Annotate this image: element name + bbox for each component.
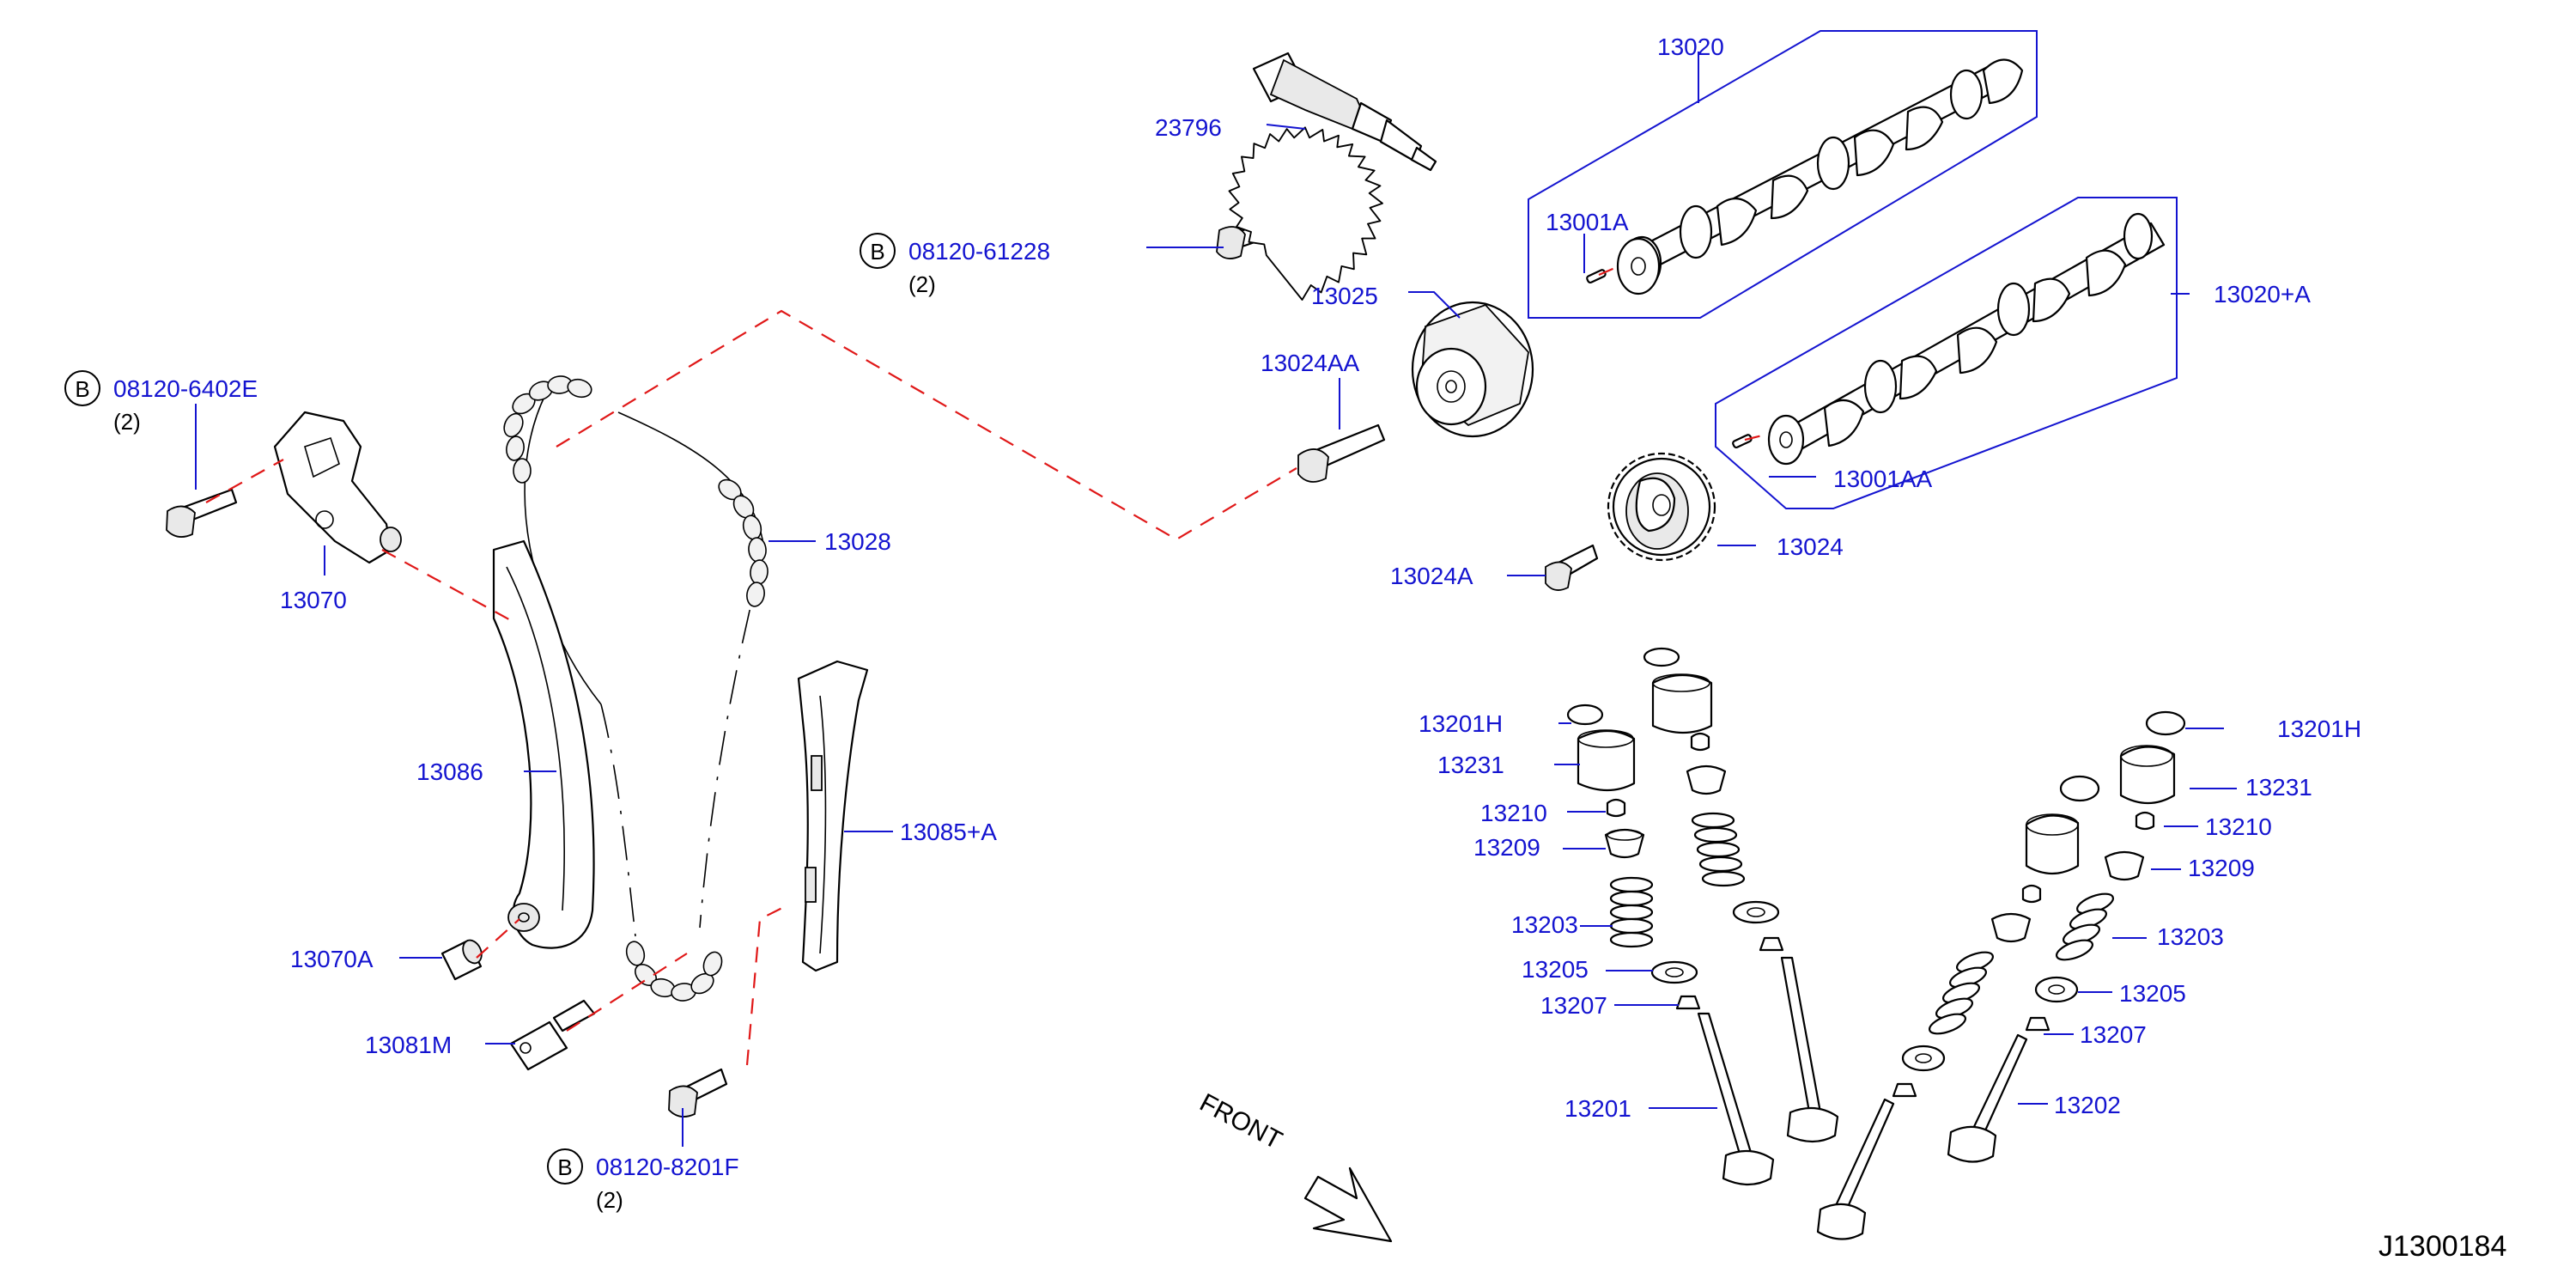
- label-13085A: 13085+A: [900, 819, 997, 845]
- label-13231-left: 13231: [1437, 752, 1504, 778]
- bolt-13024A: [1545, 544, 1599, 591]
- b-circle-letter: B: [75, 376, 89, 402]
- camshaft-13020: [1616, 58, 2024, 295]
- diagram-reference-number: J1300184: [2379, 1230, 2506, 1263]
- b-circle-icon: [64, 370, 100, 406]
- label-13024: 13024: [1777, 533, 1844, 560]
- label-13081M: 13081M: [365, 1032, 452, 1058]
- bolt-13024AA: [1297, 423, 1386, 483]
- label-13024AA: 13024AA: [1261, 350, 1360, 376]
- label-13028: 13028: [824, 528, 891, 555]
- bolt-08120-6402E: [166, 488, 238, 538]
- assembly-guide-lines: [205, 265, 1770, 1066]
- bolt-08120-8201F: [668, 1068, 728, 1118]
- label-13210-left: 13210: [1480, 800, 1547, 826]
- bolt-part-number: 08120-6402E: [113, 375, 258, 402]
- camshaft-13020-frame: [1528, 30, 2038, 319]
- label-13020: 13020: [1657, 33, 1724, 60]
- label-13086: 13086: [416, 758, 483, 785]
- timing-chain-13028: [503, 375, 769, 1002]
- label-13207-left: 13207: [1540, 992, 1607, 1019]
- label-13201H-left: 13201H: [1419, 710, 1503, 737]
- bolt-part-number: 08120-61228: [908, 238, 1050, 265]
- label-13205-left: 13205: [1522, 956, 1589, 983]
- valve-train-center: [1643, 647, 1839, 1143]
- label-13202: 13202: [2054, 1092, 2121, 1118]
- tension-guide-13085A: [797, 660, 869, 972]
- valve-train-right-a: [1816, 775, 2100, 1240]
- label-13209-right: 13209: [2188, 855, 2255, 881]
- b-circle-icon: [547, 1148, 583, 1185]
- b-circle-letter: B: [557, 1154, 572, 1180]
- front-label: FRONT: [1195, 1088, 1287, 1155]
- label-13209-left: 13209: [1473, 834, 1540, 861]
- pin-13081M: [509, 999, 596, 1071]
- label-13070: 13070: [280, 587, 347, 613]
- label-13205-right: 13205: [2119, 980, 2186, 1007]
- b-circle-letter: B: [870, 239, 884, 265]
- sprocket-13025: [1228, 126, 1534, 438]
- label-13020A: 13020+A: [2214, 281, 2311, 308]
- label-13001A: 13001A: [1546, 209, 1629, 235]
- label-13025: 13025: [1311, 283, 1378, 309]
- label-13001AA: 13001AA: [1833, 466, 1933, 492]
- callout-bolt-08120-61228: B 08120-61228 (2): [860, 233, 1050, 297]
- slack-guide-13086: [492, 539, 595, 949]
- label-13201: 13201: [1564, 1095, 1631, 1122]
- b-circle-icon: [860, 233, 896, 269]
- tensioner-13070: [273, 411, 402, 564]
- label-13207-right: 13207: [2080, 1021, 2147, 1048]
- label-23796: 23796: [1155, 114, 1222, 141]
- label-13203-right: 13203: [2157, 923, 2224, 950]
- leader-lines: [195, 52, 2237, 1147]
- label-13231-right: 13231: [2245, 774, 2312, 801]
- valve-train-left: [1566, 703, 1775, 1186]
- label-13070A: 13070A: [290, 946, 374, 972]
- camshaft-13020A-frame: [1715, 197, 2178, 509]
- label-13024A: 13024A: [1390, 563, 1473, 589]
- plug-13070A: [440, 939, 483, 981]
- label-13203-left: 13203: [1511, 911, 1578, 938]
- dowel-pin-13001A: [1586, 269, 1607, 283]
- label-13201H-right: 13201H: [2277, 716, 2361, 742]
- bolt-part-number: 08120-8201F: [596, 1154, 739, 1180]
- bolt-quantity: (2): [596, 1187, 623, 1213]
- callout-bolt-08120-8201F: B 08120-8201F (2): [547, 1148, 739, 1213]
- callout-bolt-08120-6402E: B 08120-6402E (2): [64, 370, 258, 435]
- bolt-quantity: (2): [908, 271, 936, 297]
- vvt-solenoid-23796: [1252, 52, 1437, 172]
- camshaft-13020A: [1767, 212, 2166, 466]
- dowel-pin-13001AA: [1732, 434, 1753, 448]
- bolt-quantity: (2): [113, 409, 141, 435]
- sprocket-13024: [1607, 452, 1716, 562]
- label-13210-right: 13210: [2205, 813, 2272, 840]
- front-arrow: [1303, 1166, 1393, 1243]
- valve-train-right-b: [1947, 710, 2186, 1163]
